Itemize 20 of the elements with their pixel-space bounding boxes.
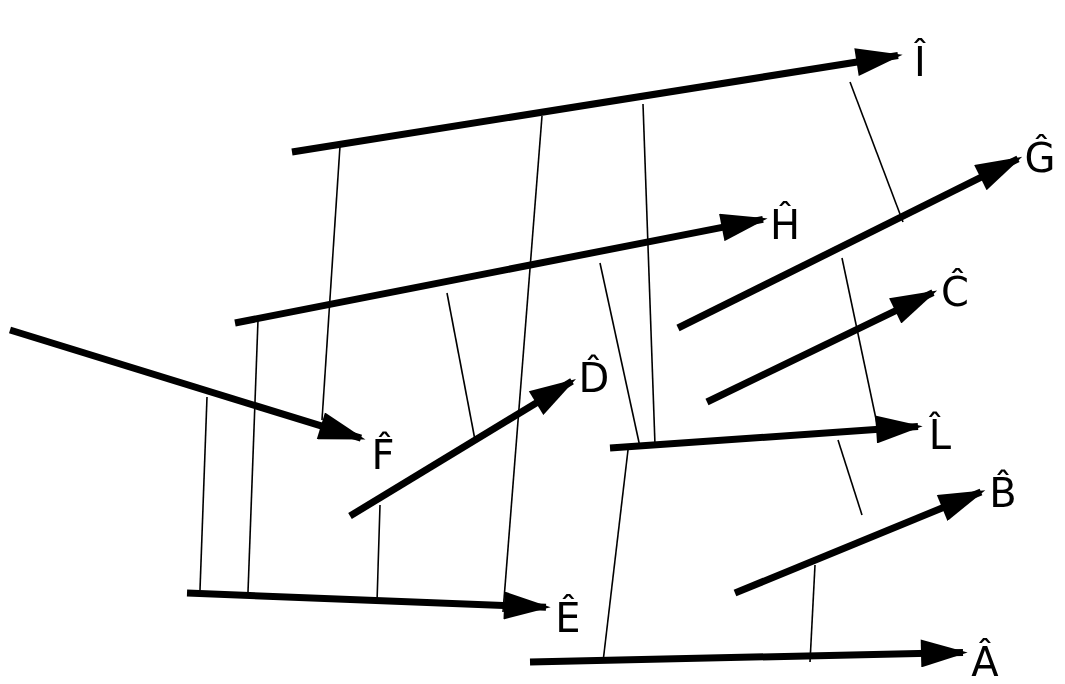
vector-label: F̂ bbox=[365, 415, 401, 475]
vector-label: Ĝ bbox=[1022, 118, 1058, 178]
arrow bbox=[705, 289, 938, 406]
arrow bbox=[609, 415, 923, 452]
arrow bbox=[291, 48, 903, 156]
vector-label: Ê bbox=[550, 578, 586, 638]
arrow bbox=[234, 213, 768, 327]
vector-label: L̂ bbox=[922, 395, 958, 455]
vector-label: B̂ bbox=[985, 453, 1021, 513]
vector-label: Ĥ bbox=[767, 185, 803, 245]
vector-label: Ĉ bbox=[937, 252, 973, 312]
arrow bbox=[529, 639, 968, 668]
arrow bbox=[186, 589, 551, 620]
arrow bbox=[676, 155, 1023, 332]
vector-label: Î bbox=[902, 22, 938, 82]
vector-label: D̂ bbox=[576, 338, 612, 398]
vector-label: Â bbox=[967, 622, 1003, 682]
arrow bbox=[8, 326, 366, 442]
arrow bbox=[733, 488, 986, 597]
arrow bbox=[348, 378, 576, 519]
